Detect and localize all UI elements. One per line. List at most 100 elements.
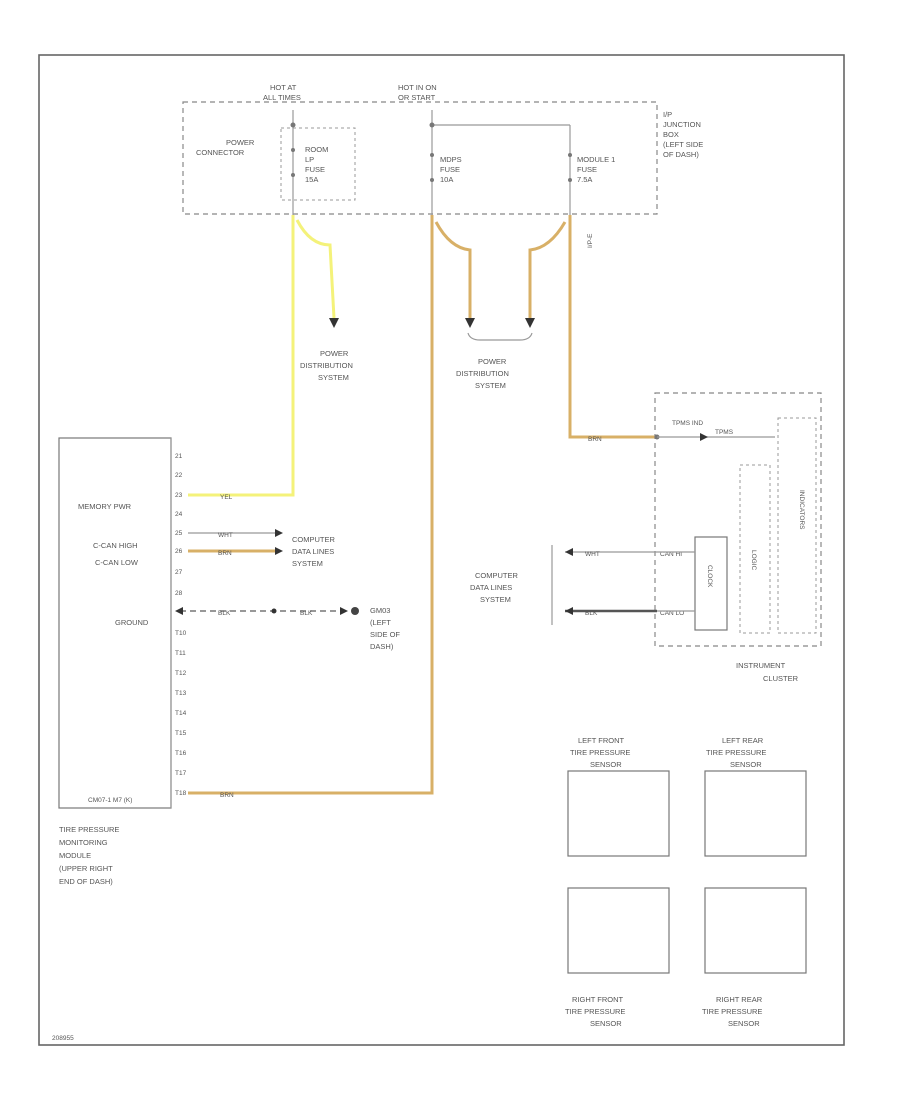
module1-fuse-label: MODULE 1 [577,155,615,164]
module-pin: T10 [175,630,187,637]
svg-text:TIRE PRESSURE: TIRE PRESSURE [706,748,766,757]
c-can-high-label: C-CAN HIGH [93,541,138,550]
svg-text:LOGIC: LOGIC [750,550,757,571]
module-pin: 24 [175,511,183,518]
svg-text:BOX: BOX [663,130,679,139]
svg-text:BRN: BRN [218,550,232,557]
svg-text:BLK: BLK [300,610,313,617]
svg-text:SENSOR: SENSOR [730,760,762,769]
clock-box [694,536,728,631]
svg-text:7.5A: 7.5A [577,175,592,184]
hot-at-all-times-label: HOT AT [270,83,297,92]
module-pin: 25 [175,530,183,537]
power-connector-label: POWER [226,138,255,147]
svg-text:(LEFT SIDE: (LEFT SIDE [663,140,703,149]
svg-text:DATA LINES: DATA LINES [470,583,512,592]
svg-text:GM03: GM03 [370,606,390,615]
memory-pwr-label: MEMORY PWR [78,502,132,511]
cluster-feed-label: BRN [588,436,602,443]
svg-text:LEFT FRONT: LEFT FRONT [578,736,625,745]
svg-text:INDICATORS: INDICATORS [798,490,805,530]
svg-text:ALL TIMES: ALL TIMES [263,93,301,102]
svg-text:FUSE: FUSE [577,165,597,174]
wire-cluster-can-hi: WHT [565,548,657,558]
power-distribution-label-2: POWER DISTRIBUTION SYSTEM [456,357,509,390]
ip-e-label: I/P-E [587,233,594,248]
tire-pressure-module: MEMORY PWR C-CAN HIGH C-CAN LOW GROUND C… [58,437,172,886]
svg-text:SIDE OF: SIDE OF [370,630,400,639]
module-pin: T13 [175,690,187,697]
ground-location-label: GM03 (LEFT SIDE OF DASH) [370,606,400,651]
room-lp-fuse-box [280,127,356,201]
module-name: TIRE PRESSURE [59,825,119,834]
junction-box-label: I/P [663,110,672,119]
wire-can-low: BRN [188,547,283,557]
svg-text:FUSE: FUSE [305,165,325,174]
diagram-code: 208955 [52,1035,74,1042]
computer-data-lines-label-2: COMPUTER DATA LINES SYSTEM [470,545,553,625]
svg-text:MODULE: MODULE [59,851,91,860]
mdps-fuse-label: MDPS [440,155,462,164]
c-can-low-label: C-CAN LOW [95,558,139,567]
instrument-cluster: TPMS IND TPMS INDICATORS LOGIC CLOCK CAN… [654,392,822,683]
svg-text:(UPPER RIGHT: (UPPER RIGHT [59,864,113,873]
svg-text:COMPUTER: COMPUTER [475,571,519,580]
wire-ground: BLK BLK [175,607,359,617]
svg-text:TPMS: TPMS [715,429,734,436]
svg-text:LEFT REAR: LEFT REAR [722,736,764,745]
indicators-box [777,417,817,634]
module-pin: T18 [175,790,187,797]
power-distribution-label-1: POWER DISTRIBUTION SYSTEM [300,349,353,382]
wire-memory-power: YEL [188,215,295,501]
module-connector-label: CM07-1 M7 (K) [88,797,132,804]
svg-text:BRN: BRN [588,436,602,443]
module-pin: 22 [175,472,183,479]
svg-text:CLUSTER: CLUSTER [763,674,799,683]
module-pin: 21 [175,453,183,460]
svg-text:RIGHT REAR: RIGHT REAR [716,995,763,1004]
svg-text:10A: 10A [440,175,453,184]
cluster-name: INSTRUMENT [736,661,786,670]
svg-text:CONNECTOR: CONNECTOR [196,148,245,157]
svg-text:(LEFT: (LEFT [370,618,391,627]
tpms-ind-label: TPMS IND [672,420,703,427]
svg-text:MONITORING: MONITORING [59,838,108,847]
wire-power-dist-2 [434,221,567,341]
module-pin: T17 [175,770,187,777]
svg-text:ROOM: ROOM [305,145,328,154]
logic-box [739,464,771,634]
svg-text:SENSOR: SENSOR [590,1019,622,1028]
can-hi-label: CAN HI [660,551,682,558]
svg-text:RIGHT FRONT: RIGHT FRONT [572,995,624,1004]
svg-text:TIRE PRESSURE: TIRE PRESSURE [565,1007,625,1016]
svg-text:POWER: POWER [320,349,349,358]
svg-text:POWER: POWER [478,357,507,366]
svg-text:CLOCK: CLOCK [706,565,713,588]
can-lo-label: CAN LO [660,610,684,617]
module-pin: T14 [175,710,187,717]
right-front-tire-pressure-sensor: RIGHT FRONT TIRE PRESSURE SENSOR [565,887,670,1028]
module-pin: 23 [175,492,183,499]
svg-text:OF DASH): OF DASH) [663,150,699,159]
svg-text:WHT: WHT [585,551,600,558]
junction-box: HOT AT ALL TIMES HOT IN ON OR START POWE… [182,83,703,248]
svg-text:OR START: OR START [398,93,436,102]
module-pin: 26 [175,548,183,555]
svg-text:SYSTEM: SYSTEM [318,373,349,382]
svg-text:SYSTEM: SYSTEM [480,595,511,604]
wire-cluster-feed [568,215,655,439]
svg-text:DISTRIBUTION: DISTRIBUTION [456,369,509,378]
module-pin: 28 [175,590,183,597]
module-pin: T12 [175,670,187,677]
svg-text:15A: 15A [305,175,318,184]
svg-text:JUNCTION: JUNCTION [663,120,701,129]
left-front-tire-pressure-sensor: LEFT FRONT TIRE PRESSURE SENSOR [567,736,670,857]
wire-cluster-can-lo: BLK [565,607,657,617]
hot-in-on-label: HOT IN ON [398,83,437,92]
svg-text:DATA LINES: DATA LINES [292,547,334,556]
svg-text:SENSOR: SENSOR [590,760,622,769]
wire-module-t18: BRN [188,215,434,799]
module-pin: T15 [175,730,187,737]
ground-label: GROUND [115,618,149,627]
svg-text:LP: LP [305,155,314,164]
